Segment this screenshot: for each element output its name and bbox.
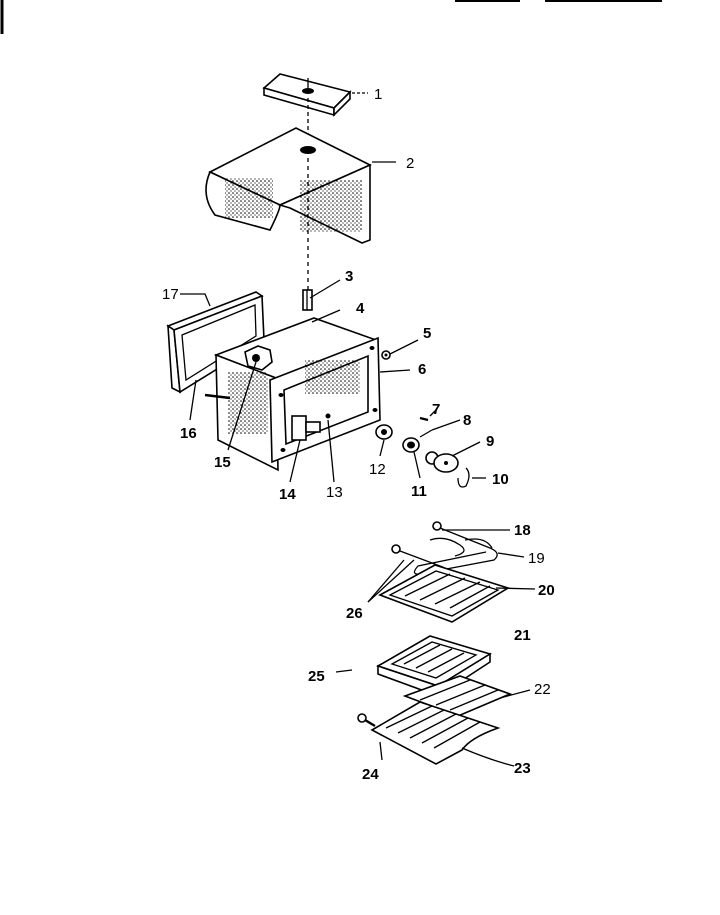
- leader-lines: [180, 92, 536, 767]
- callout-9: 9: [486, 433, 494, 450]
- callout-25: 25: [308, 668, 325, 685]
- callout-1: 1: [374, 86, 382, 103]
- callout-22: 22: [534, 681, 551, 698]
- lower-assembly: [357, 521, 513, 765]
- callout-17: 17: [162, 286, 179, 303]
- callout-7: 7: [432, 401, 440, 418]
- callout-20: 20: [538, 582, 555, 599]
- callout-21: 21: [514, 627, 531, 644]
- callout-2: 2: [406, 155, 414, 172]
- callout-labels: 1 2 3 4 5 6 7 8 9 10 11 12 13 14 15 16 1…: [162, 86, 555, 783]
- callout-4: 4: [356, 300, 365, 317]
- part-17-side-panel: [166, 291, 265, 394]
- callout-18: 18: [514, 522, 531, 539]
- scan-edge-marks: [0, 0, 662, 34]
- callout-15: 15: [214, 454, 231, 471]
- hardware-small-parts: [375, 350, 470, 488]
- part-2-hood-cover: [205, 127, 372, 290]
- callout-10: 10: [492, 471, 509, 488]
- callout-14: 14: [279, 486, 296, 503]
- callout-16: 16: [180, 425, 197, 442]
- callout-19: 19: [528, 550, 545, 567]
- callout-8: 8: [463, 412, 471, 429]
- callout-11: 11: [411, 483, 427, 500]
- callout-12: 12: [369, 461, 386, 478]
- callout-5: 5: [423, 325, 431, 342]
- part-1-top-plate: [262, 73, 352, 138]
- callout-24: 24: [362, 766, 379, 783]
- callout-3: 3: [345, 268, 353, 285]
- callout-6: 6: [418, 361, 426, 378]
- part-6-oven-cavity: [204, 317, 381, 472]
- callout-26: 26: [346, 605, 363, 622]
- callout-13: 13: [326, 484, 343, 501]
- callout-23: 23: [514, 760, 531, 777]
